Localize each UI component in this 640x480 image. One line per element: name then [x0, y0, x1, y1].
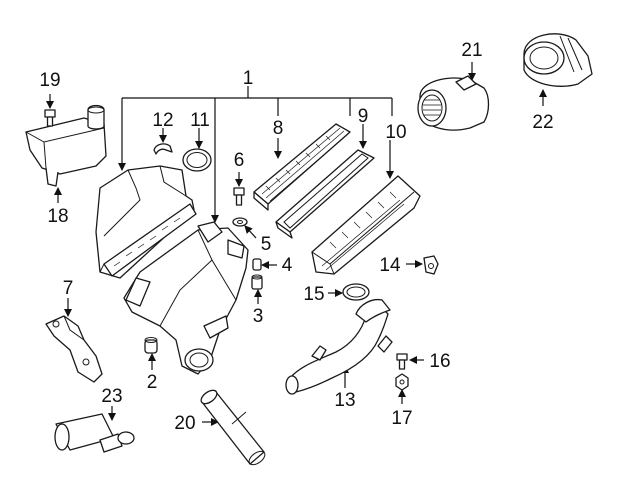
callout-7: 7: [63, 278, 74, 299]
filter-element-part-9: [275, 149, 375, 239]
callout-23: 23: [101, 386, 122, 407]
callout-15: 15: [303, 284, 324, 305]
rubber-boot-part: [523, 33, 593, 87]
gasket-ring-part: [182, 148, 212, 172]
callout-9: 9: [358, 106, 369, 127]
air-box-cover-part: [95, 165, 197, 279]
callout-10: 10: [385, 122, 406, 143]
mass-airflow-sensor-part: [417, 75, 490, 131]
callout-1: 1: [243, 68, 254, 89]
spacer-part: [251, 274, 263, 290]
filter-element-part-8: [253, 123, 351, 211]
callout-11: 11: [190, 110, 210, 131]
callout-21: 21: [461, 40, 482, 61]
resonator-box-part: [25, 104, 107, 187]
callout-4: 4: [282, 255, 293, 276]
callout-14: 14: [379, 255, 401, 276]
callout-labels: 1 2 3 4 5 6 7 8 9 10 11 12 13 14 15 16 1…: [39, 40, 553, 434]
callout-13: 13: [334, 390, 355, 411]
grommet-part: [252, 258, 262, 271]
clip-part: [153, 143, 173, 155]
mounting-bracket-part: [45, 315, 103, 383]
resonator-canister-part: [54, 413, 135, 453]
callout-6: 6: [234, 150, 245, 171]
sensor-clip-part: [423, 255, 439, 275]
callout-17: 17: [391, 408, 412, 429]
washer-part: [232, 217, 248, 227]
filter-element-part-10: [311, 175, 421, 275]
bolt-part-19: [44, 109, 56, 127]
intake-duct-part: [285, 298, 393, 395]
callout-18: 18: [47, 206, 68, 227]
callout-16: 16: [429, 351, 450, 372]
air-pipe-part: [200, 389, 266, 466]
bolt-part-6: [233, 187, 245, 206]
nut-part: [395, 373, 409, 391]
callout-2: 2: [147, 372, 158, 393]
callout-5: 5: [261, 234, 272, 255]
fitting-part: [144, 337, 158, 354]
callout-3: 3: [253, 306, 264, 327]
callout-22: 22: [532, 112, 553, 133]
bolt-part-16: [396, 353, 408, 370]
callout-19: 19: [39, 70, 60, 91]
seal-ring-part: [342, 283, 370, 301]
callout-20: 20: [174, 413, 195, 434]
callout-8: 8: [273, 118, 284, 139]
callout-12: 12: [152, 110, 173, 131]
air-box-housing-part: [123, 221, 249, 375]
